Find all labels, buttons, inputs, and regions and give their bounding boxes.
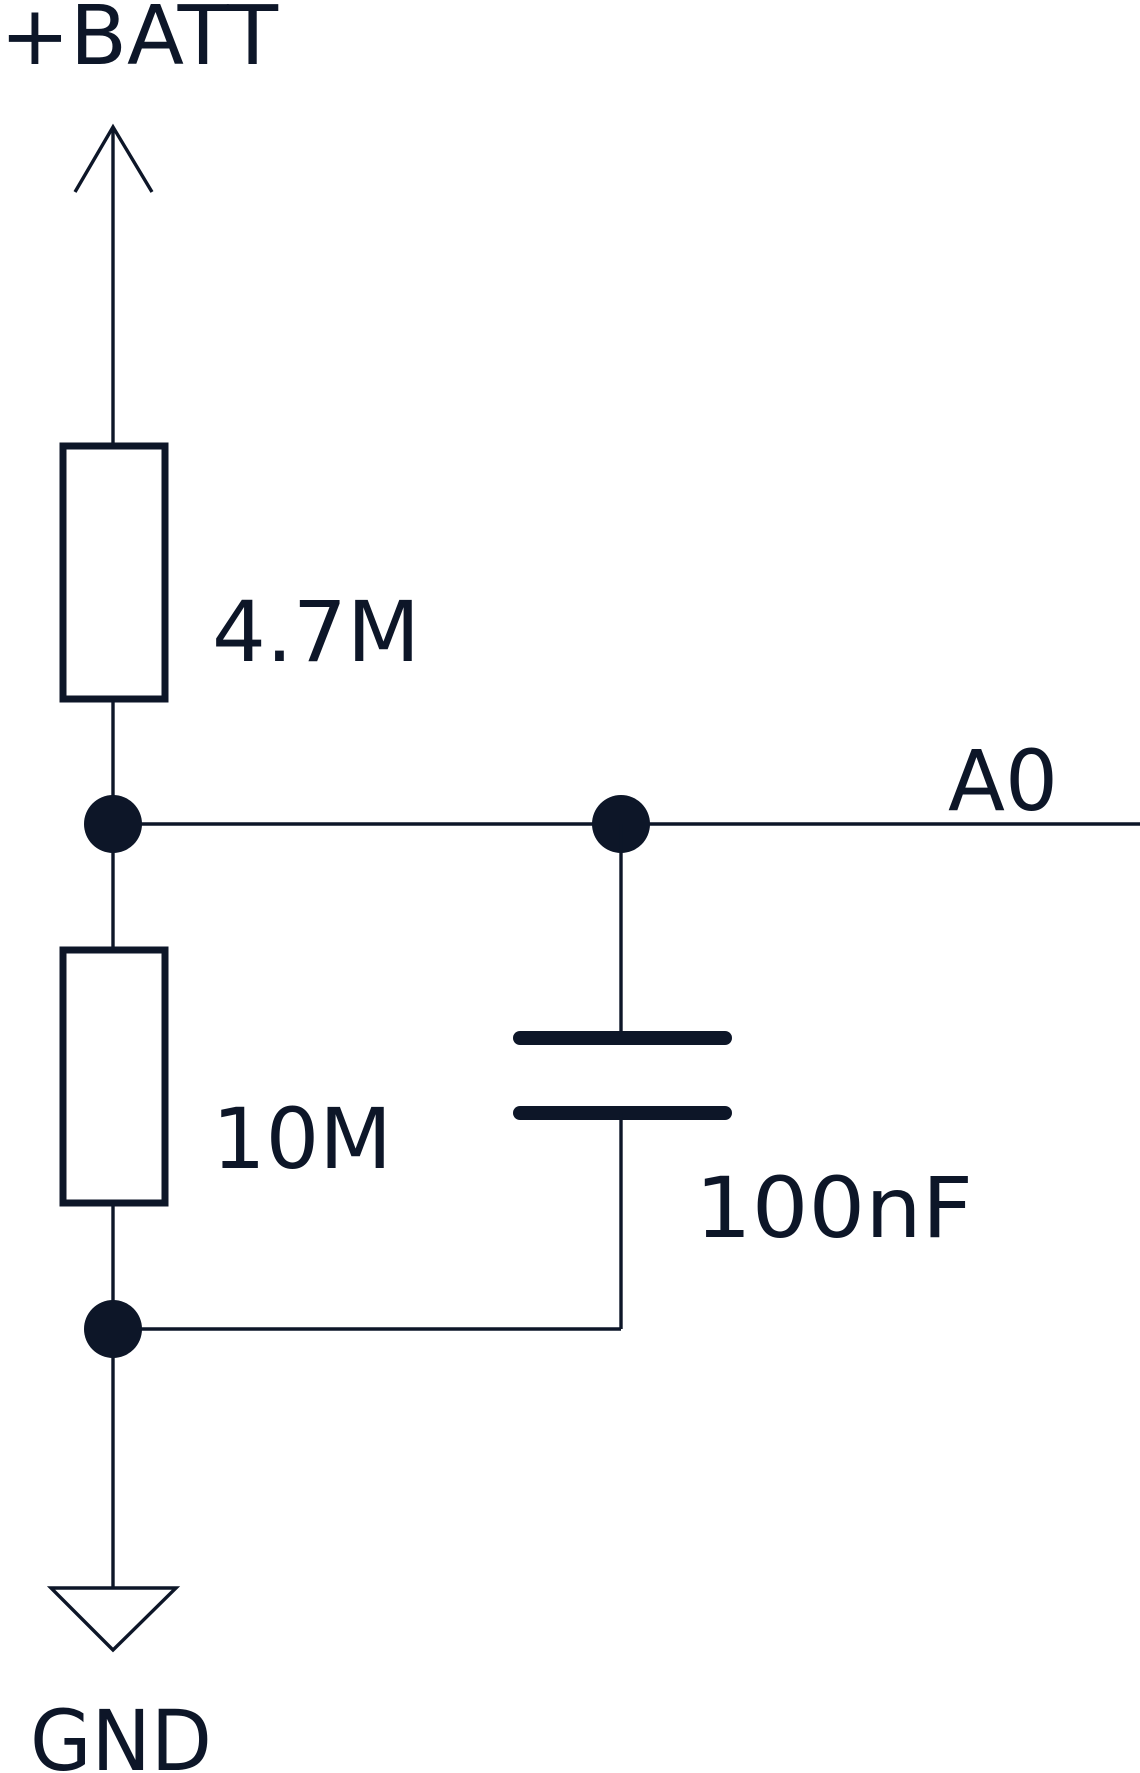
resistor-bottom [59, 946, 169, 1207]
capacitor-symbol-icon [513, 1031, 732, 1120]
output-net-label: A0 [948, 732, 1058, 830]
capacitor [513, 1031, 732, 1120]
junction-dot-icon [84, 795, 142, 853]
supply-label: +BATT [0, 0, 279, 84]
resistor-top [59, 442, 169, 703]
resistor-symbol-icon [59, 442, 169, 703]
capacitor-value: 100nF [695, 1159, 973, 1257]
junction-dot-icon [84, 1300, 142, 1358]
resistor-symbol-icon [59, 946, 169, 1207]
resistor-bottom-value: 10M [212, 1090, 392, 1188]
ground-triangle-icon [46, 1586, 181, 1653]
resistor-top-value: 4.7M [212, 583, 420, 681]
ground-label: GND [30, 1692, 212, 1773]
